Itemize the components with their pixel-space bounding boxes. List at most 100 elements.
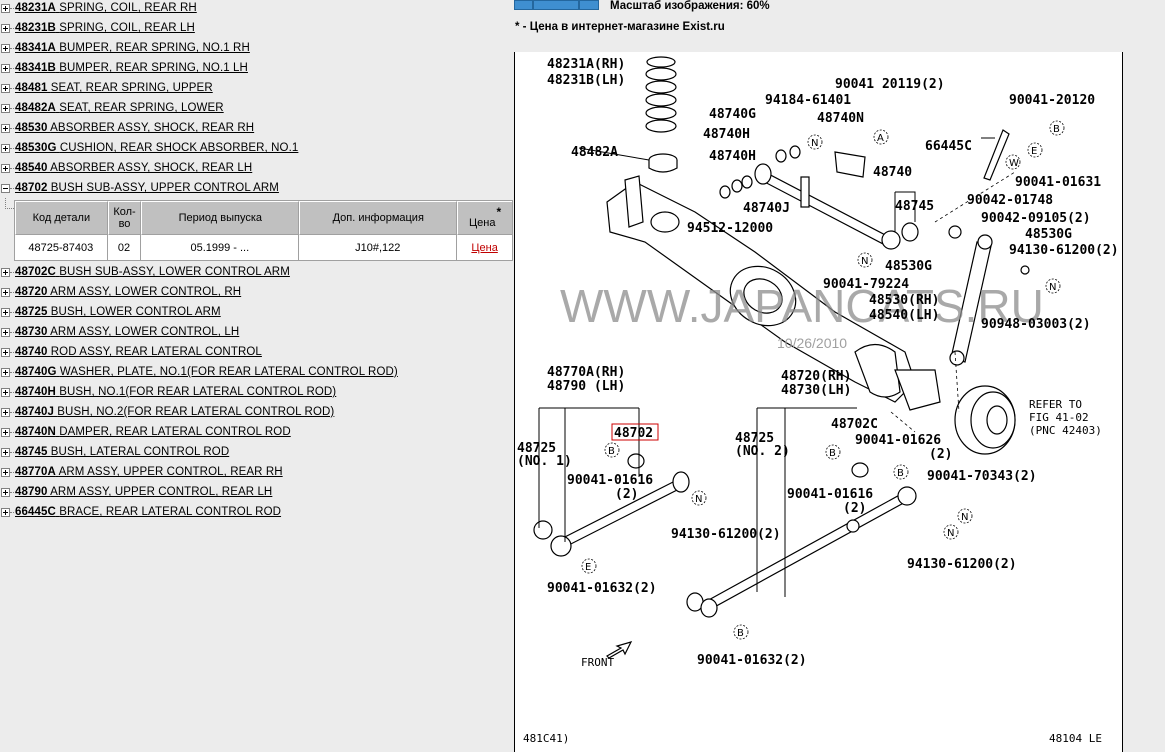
callout-90041-01632-lower[interactable]: 90041-01632(2) xyxy=(697,653,807,668)
callout-48740n[interactable]: 48740N xyxy=(817,111,864,126)
callout-90042-01748[interactable]: 90042-01748 xyxy=(967,193,1053,208)
expand-icon[interactable] xyxy=(1,447,10,457)
callout-90948-03003[interactable]: 90948-03003(2) xyxy=(981,317,1091,332)
callout-48730[interactable]: 48730(LH) xyxy=(781,383,851,398)
callout-48720[interactable]: 48720(RH) xyxy=(781,369,851,384)
expand-icon[interactable] xyxy=(1,327,10,337)
callout-48482a[interactable]: 48482A xyxy=(571,145,618,160)
expand-icon[interactable] xyxy=(1,407,10,417)
tree-item-label[interactable]: 48341A BUMPER, REAR SPRING, NO.1 RH xyxy=(14,42,250,54)
expand-icon[interactable] xyxy=(1,43,10,53)
zoom-in-button[interactable] xyxy=(579,0,599,10)
tree-item-label[interactable]: 48730 ARM ASSY, LOWER CONTROL, LH xyxy=(14,326,239,338)
callout-94130-61200-top[interactable]: 94130-61200(2) xyxy=(1009,243,1119,258)
expand-icon[interactable] xyxy=(1,163,10,173)
zoom-out-button[interactable] xyxy=(514,0,533,10)
callout-48530[interactable]: 48530(RH) xyxy=(869,293,939,308)
callout-90041-70343[interactable]: 90041-70343(2) xyxy=(927,469,1037,484)
tree-item-label[interactable]: 48482A SEAT, REAR SPRING, LOWER xyxy=(14,102,224,114)
callout-90042-09105[interactable]: 90042-09105(2) xyxy=(981,211,1091,226)
tree-item-48740[interactable]: 48740 ROD ASSY, REAR LATERAL CONTROL xyxy=(0,342,262,362)
expand-icon[interactable] xyxy=(1,267,10,277)
tree-item-48530g[interactable]: 48530G CUSHION, REAR SHOCK ABSORBER, NO.… xyxy=(0,138,298,158)
callout-90041-01616-upper-qty[interactable]: (2) xyxy=(615,487,638,502)
expand-icon[interactable] xyxy=(1,487,10,497)
tree-item-label[interactable]: 48231A SPRING, COIL, REAR RH xyxy=(14,2,197,14)
tree-item-48790[interactable]: 48790 ARM ASSY, UPPER CONTROL, REAR LH xyxy=(0,482,272,502)
tree-item-48231a[interactable]: 48231A SPRING, COIL, REAR RH xyxy=(0,0,197,18)
callout-48530g-left[interactable]: 48530G xyxy=(885,259,932,274)
callout-48231b[interactable]: 48231B(LH) xyxy=(547,73,625,88)
callout-90041-20120[interactable]: 90041-20120 xyxy=(1009,93,1095,108)
callout-90041-01626-qty[interactable]: (2) xyxy=(929,447,952,462)
expand-icon[interactable] xyxy=(1,287,10,297)
collapse-icon[interactable] xyxy=(1,183,10,193)
tree-item-label[interactable]: 48702C BUSH SUB-ASSY, LOWER CONTROL ARM xyxy=(14,266,290,278)
tree-item-48702[interactable]: 48702 BUSH SUB-ASSY, UPPER CONTROL ARM xyxy=(0,178,279,198)
tree-item-48740j[interactable]: 48740J BUSH, NO.2(FOR REAR LATERAL CONTR… xyxy=(0,402,334,422)
callout-48790[interactable]: 48790 (LH) xyxy=(547,379,625,394)
tree-item-label[interactable]: 48740J BUSH, NO.2(FOR REAR LATERAL CONTR… xyxy=(14,406,334,418)
tree-item-label[interactable]: 48770A ARM ASSY, UPPER CONTROL, REAR RH xyxy=(14,466,283,478)
tree-item-label[interactable]: 48720 ARM ASSY, LOWER CONTROL, RH xyxy=(14,286,241,298)
callout-48740h-2[interactable]: 48740H xyxy=(709,149,756,164)
tree-item-48702c[interactable]: 48702C BUSH SUB-ASSY, LOWER CONTROL ARM xyxy=(0,262,290,282)
expand-icon[interactable] xyxy=(1,347,10,357)
tree-item-48730[interactable]: 48730 ARM ASSY, LOWER CONTROL, LH xyxy=(0,322,239,342)
zoom-reset-button[interactable] xyxy=(533,0,579,10)
tree-item-label[interactable]: 48740N DAMPER, REAR LATERAL CONTROL ROD xyxy=(14,426,291,438)
callout-48231a[interactable]: 48231A(RH) xyxy=(547,57,625,72)
tree-item-48770a[interactable]: 48770A ARM ASSY, UPPER CONTROL, REAR RH xyxy=(0,462,283,482)
refer-to-line2[interactable]: FIG 41-02 xyxy=(1029,411,1089,424)
callout-48725-no2-suffix[interactable]: (NO. 2) xyxy=(735,444,790,459)
callout-94130-61200-bottom[interactable]: 94130-61200(2) xyxy=(907,557,1017,572)
expand-icon[interactable] xyxy=(1,3,10,13)
tree-item-48530[interactable]: 48530 ABSORBER ASSY, SHOCK, REAR RH xyxy=(0,118,254,138)
callout-90041-01631[interactable]: 90041-01631 xyxy=(1015,175,1101,190)
expand-icon[interactable] xyxy=(1,23,10,33)
parts-diagram[interactable]: A N B E W N N B N E B B N N B WWW.JAPANC… xyxy=(514,52,1123,752)
callout-48725-no2[interactable]: 48725 xyxy=(735,431,774,446)
expand-icon[interactable] xyxy=(1,123,10,133)
tree-item-label[interactable]: 48481 SEAT, REAR SPRING, UPPER xyxy=(14,82,213,94)
expand-icon[interactable] xyxy=(1,83,10,93)
tree-item-label[interactable]: 48740G WASHER, PLATE, NO.1(FOR REAR LATE… xyxy=(14,366,398,378)
callout-48725-no1[interactable]: 48725 xyxy=(517,441,556,456)
tree-item-label[interactable]: 48530G CUSHION, REAR SHOCK ABSORBER, NO.… xyxy=(14,142,298,154)
callout-94184-61401[interactable]: 94184-61401 xyxy=(765,93,851,108)
callout-48702[interactable]: 48702 xyxy=(614,426,653,441)
callout-90041-01616-lower-qty[interactable]: (2) xyxy=(843,501,866,516)
callout-90041-01616-lower[interactable]: 90041-01616 xyxy=(787,487,873,502)
callout-48725-no1-suffix[interactable]: (NO. 1) xyxy=(517,454,572,469)
expand-icon[interactable] xyxy=(1,367,10,377)
tree-item-label[interactable]: 48740 ROD ASSY, REAR LATERAL CONTROL xyxy=(14,346,262,358)
callout-48740j[interactable]: 48740J xyxy=(743,201,790,216)
tree-item-label[interactable]: 48231B SPRING, COIL, REAR LH xyxy=(14,22,195,34)
expand-icon[interactable] xyxy=(1,467,10,477)
tree-item-label[interactable]: 48341B BUMPER, REAR SPRING, NO.1 LH xyxy=(14,62,248,74)
callout-48745[interactable]: 48745 xyxy=(895,199,934,214)
price-link[interactable]: Цена xyxy=(471,241,498,254)
tree-item-label[interactable]: 48540 ABSORBER ASSY, SHOCK, REAR LH xyxy=(14,162,252,174)
callout-94512-12000[interactable]: 94512-12000 xyxy=(687,221,773,236)
callout-48740h[interactable]: 48740H xyxy=(703,127,750,142)
callout-48740g[interactable]: 48740G xyxy=(709,107,756,122)
tree-item-label[interactable]: 48745 BUSH, LATERAL CONTROL ROD xyxy=(14,446,229,458)
tree-item-48740g[interactable]: 48740G WASHER, PLATE, NO.1(FOR REAR LATE… xyxy=(0,362,398,382)
callout-90041-01626[interactable]: 90041-01626 xyxy=(855,433,941,448)
callout-48540[interactable]: 48540(LH) xyxy=(869,308,939,323)
tree-item-48540[interactable]: 48540 ABSORBER ASSY, SHOCK, REAR LH xyxy=(0,158,252,178)
tree-item-48740h[interactable]: 48740H BUSH, NO.1(FOR REAR LATERAL CONTR… xyxy=(0,382,336,402)
tree-item-48482a[interactable]: 48482A SEAT, REAR SPRING, LOWER xyxy=(0,98,224,118)
tree-item-48341b[interactable]: 48341B BUMPER, REAR SPRING, NO.1 LH xyxy=(0,58,248,78)
tree-item-label[interactable]: 48740H BUSH, NO.1(FOR REAR LATERAL CONTR… xyxy=(14,386,336,398)
tree-item-48740n[interactable]: 48740N DAMPER, REAR LATERAL CONTROL ROD xyxy=(0,422,291,442)
tree-item-48341a[interactable]: 48341A BUMPER, REAR SPRING, NO.1 RH xyxy=(0,38,250,58)
callout-90041-01632-upper[interactable]: 90041-01632(2) xyxy=(547,581,657,596)
tree-item-48745[interactable]: 48745 BUSH, LATERAL CONTROL ROD xyxy=(0,442,229,462)
tree-item-label[interactable]: 66445C BRACE, REAR LATERAL CONTROL ROD xyxy=(14,506,281,518)
expand-icon[interactable] xyxy=(1,103,10,113)
tree-item-label[interactable]: 48530 ABSORBER ASSY, SHOCK, REAR RH xyxy=(14,122,254,134)
expand-icon[interactable] xyxy=(1,507,10,517)
tree-item-48720[interactable]: 48720 ARM ASSY, LOWER CONTROL, RH xyxy=(0,282,241,302)
